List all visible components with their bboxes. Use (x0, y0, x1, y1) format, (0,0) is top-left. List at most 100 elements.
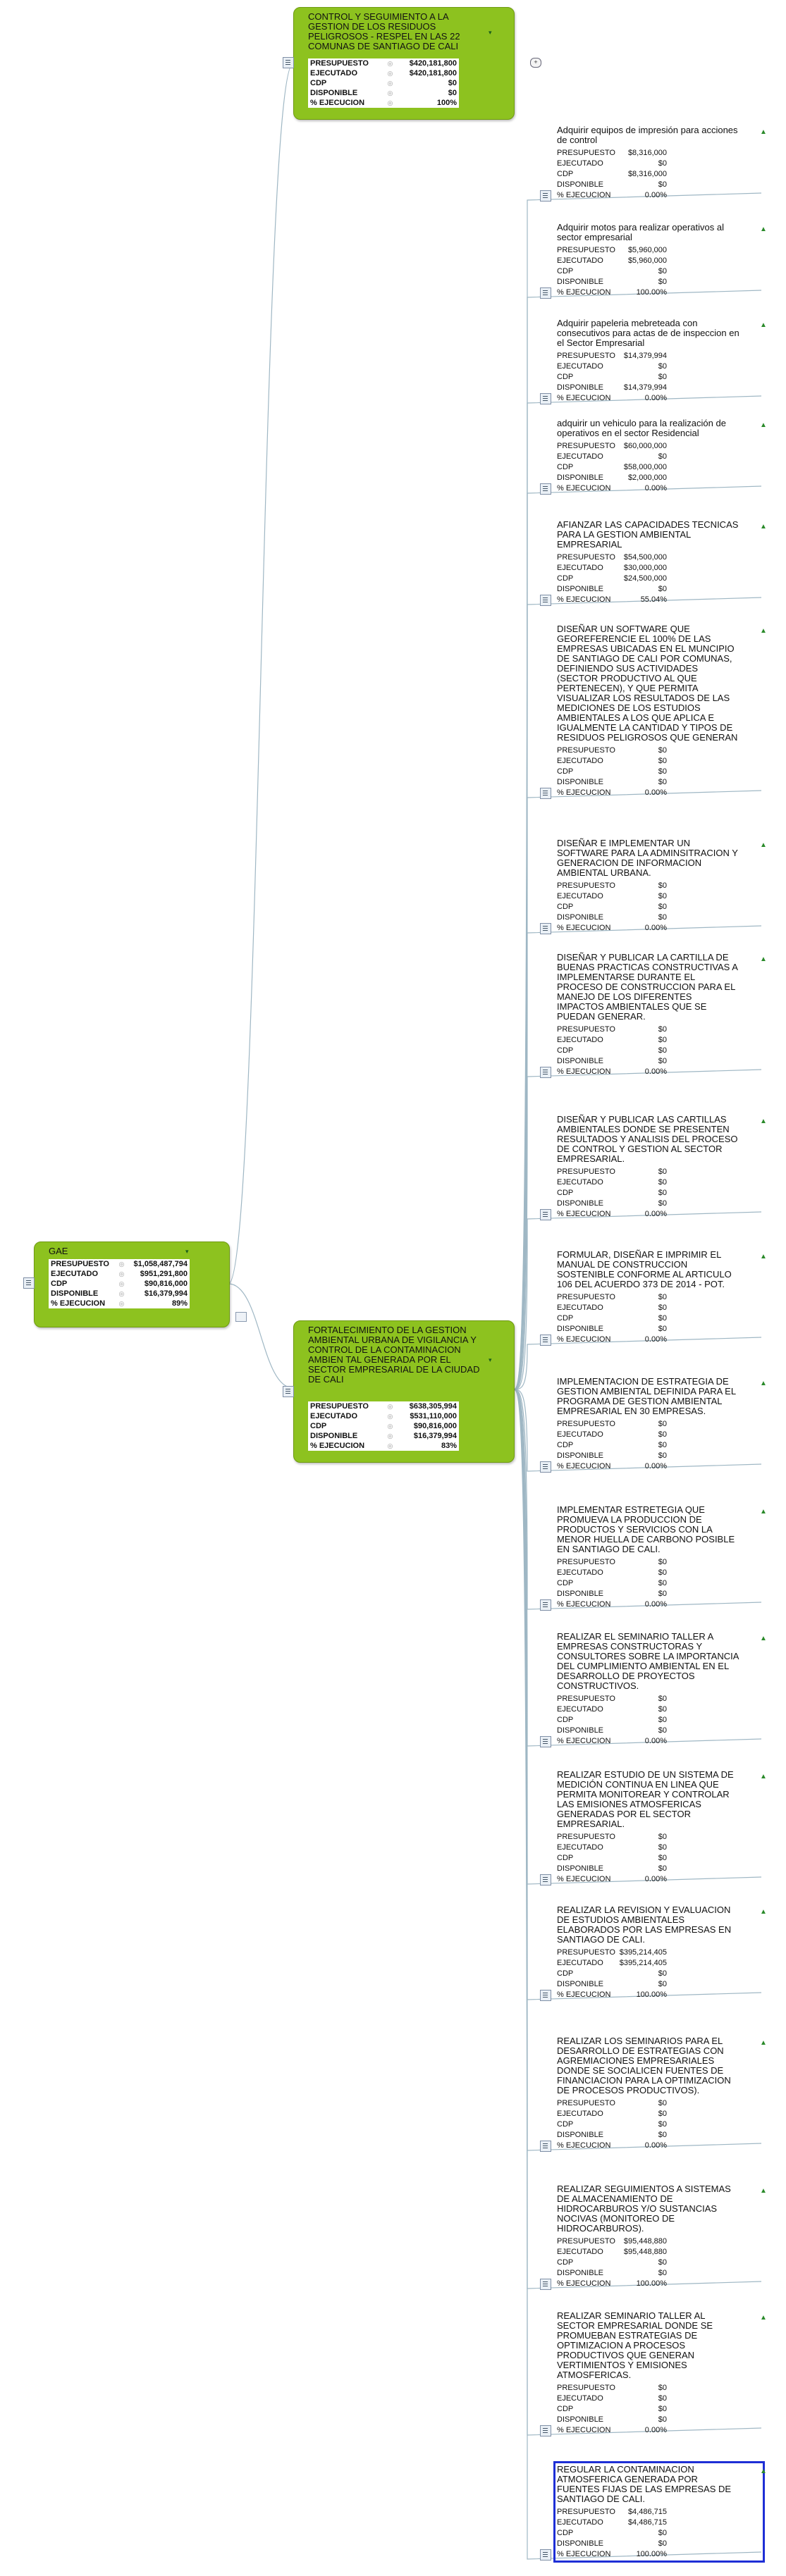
task-node[interactable]: DISEÑAR Y PUBLICAR LA CARTILLA DE BUENAS… (540, 952, 767, 1078)
budget-label: EJECUTADO (557, 2518, 603, 2527)
collapse-toggle-icon[interactable]: ▲ (760, 421, 767, 429)
collapse-toggle-icon[interactable]: ▲ (760, 2039, 767, 2047)
collapse-toggle-icon[interactable]: ▲ (760, 841, 767, 849)
task-node[interactable]: IMPLEMENTACION DE ESTRATEGIA DE GESTION … (540, 1377, 767, 1473)
task-node[interactable]: AFIANZAR LAS CAPACIDADES TECNICAS PARA L… (540, 520, 767, 606)
budget-label: CDP (557, 266, 574, 275)
note-icon[interactable] (540, 1599, 551, 1611)
note-icon[interactable] (540, 1335, 551, 1346)
task-node[interactable]: Adquirir motos para realizar operativos … (540, 223, 767, 299)
budget-label: DISPONIBLE (310, 1432, 358, 1440)
budget-label: EJECUTADO (557, 1843, 603, 1852)
task-node[interactable]: Adquirir equipos de impresión para accio… (540, 125, 767, 202)
task-node[interactable]: DISEÑAR UN SOFTWARE QUE GEOREFERENCIE EL… (540, 624, 767, 799)
topic-title: FORTALECIMIENTO DE LA GESTION AMBIENTAL … (308, 1325, 480, 1385)
note-icon[interactable] (540, 1461, 551, 1473)
task-node[interactable]: Adquirir papeleria mebreteada con consec… (540, 318, 767, 404)
budget-label: PRESUPUESTO (557, 1292, 615, 1301)
collapse-toggle-icon[interactable]: ▲ (760, 1253, 767, 1261)
task-title: REALIZAR SEGUIMIENTOS A SISTEMAS DE ALMA… (557, 2184, 731, 2234)
collapse-toggle-icon[interactable]: ▲ (760, 627, 767, 635)
attachment-icon[interactable] (235, 1312, 247, 1322)
budget-label: CDP (557, 1188, 574, 1197)
collapse-toggle-icon[interactable]: ▲ (760, 2314, 767, 2322)
collapse-toggle-icon[interactable]: ▲ (760, 321, 767, 329)
budget-row: CDP$0 (557, 1968, 667, 1979)
note-icon[interactable] (283, 1386, 294, 1397)
budget-label: DISPONIBLE (557, 2539, 604, 2548)
task-node[interactable]: REALIZAR SEMINARIO TALLER AL SECTOR EMPR… (540, 2311, 767, 2436)
budget-label: EJECUTADO (557, 756, 603, 765)
collapse-toggle-icon[interactable]: ▾ (489, 29, 492, 36)
note-icon[interactable] (540, 483, 551, 495)
budget-row: DISPONIBLE$14,379,994 (557, 382, 667, 392)
collapse-toggle-icon[interactable]: ▲ (760, 1508, 767, 1516)
collapse-toggle-icon[interactable]: ▲ (760, 1380, 767, 1387)
topic-control-respel[interactable]: CONTROL Y SEGUIMIENTO A LA GESTION DE LO… (283, 7, 515, 120)
task-node[interactable]: adquirir un vehiculo para la realización… (540, 419, 767, 495)
note-icon[interactable] (23, 1277, 35, 1289)
task-node[interactable]: REALIZAR ESTUDIO DE UN SISTEMA DE MEDICI… (540, 1770, 767, 1885)
note-icon[interactable] (540, 923, 551, 934)
task-node[interactable]: REALIZAR LA REVISION Y EVALUACION DE EST… (540, 1905, 767, 2001)
note-icon[interactable] (540, 595, 551, 606)
collapse-toggle-icon[interactable]: ▲ (760, 955, 767, 963)
task-node[interactable]: DISEÑAR Y PUBLICAR LAS CARTILLAS AMBIENT… (540, 1115, 767, 1220)
topic-fortalecimiento-gestion[interactable]: FORTALECIMIENTO DE LA GESTION AMBIENTAL … (283, 1320, 515, 1463)
collapse-toggle-icon[interactable]: ▲ (760, 1635, 767, 1642)
budget-value: $8,316,000 (627, 148, 667, 157)
budget-row: CDP◎$90,816,000 (49, 1279, 190, 1289)
collapse-toggle-icon[interactable]: ▲ (760, 1117, 767, 1125)
budget-row: PRESUPUESTO◎$1,058,487,794 (49, 1259, 190, 1269)
task-node[interactable]: REGULAR LA CONTAMINACION ATMOSFERICA GEN… (540, 2461, 767, 2563)
collapse-toggle-icon[interactable]: ▾ (185, 1248, 189, 1255)
task-node[interactable]: DISEÑAR E IMPLEMENTAR UN SOFTWARE PARA L… (540, 838, 767, 934)
collapse-toggle-icon[interactable]: ▲ (760, 128, 767, 136)
budget-label: EJECUTADO (557, 1704, 603, 1714)
collapse-toggle-icon[interactable]: ▾ (489, 1356, 492, 1363)
expand-children-button[interactable]: + (530, 58, 541, 68)
collapse-toggle-icon[interactable]: ▲ (760, 2467, 767, 2475)
note-icon[interactable] (540, 2141, 551, 2152)
note-icon[interactable] (540, 1874, 551, 1885)
task-node[interactable]: FORMULAR, DISEÑAR E IMPRIMIR EL MANUAL D… (540, 1250, 767, 1346)
note-icon[interactable] (540, 1067, 551, 1078)
note-icon[interactable] (540, 1209, 551, 1220)
collapse-toggle-icon[interactable]: ▲ (760, 523, 767, 531)
budget-value: $0 (658, 1704, 667, 1714)
note-icon[interactable] (283, 57, 294, 68)
budget-label: DISPONIBLE (557, 1199, 604, 1208)
note-icon[interactable] (540, 190, 551, 202)
budget-row: DISPONIBLE$0 (557, 1725, 667, 1735)
collapse-toggle-icon[interactable]: ▲ (760, 2187, 767, 2195)
budget-label: DISPONIBLE (557, 1726, 604, 1735)
note-icon[interactable] (540, 287, 551, 299)
task-node[interactable]: REALIZAR EL SEMINARIO TALLER A EMPRESAS … (540, 1632, 767, 1747)
budget-row: EJECUTADO$0 (557, 891, 667, 901)
task-node[interactable]: REALIZAR SEGUIMIENTOS A SISTEMAS DE ALMA… (540, 2184, 767, 2290)
note-icon[interactable] (540, 788, 551, 799)
collapse-toggle-icon[interactable]: ▲ (760, 1773, 767, 1781)
budget-value: $0 (658, 2268, 667, 2277)
collapse-toggle-icon[interactable]: ▲ (760, 225, 767, 233)
task-title: DISEÑAR Y PUBLICAR LA CARTILLA DE BUENAS… (557, 952, 738, 1022)
note-icon[interactable] (540, 2425, 551, 2436)
task-node[interactable]: IMPLEMENTAR ESTRETEGIA QUE PROMUEVA LA P… (540, 1505, 767, 1611)
budget-row: PRESUPUESTO$4,486,715 (557, 2506, 667, 2517)
budget-label: EJECUTADO (557, 361, 603, 371)
note-icon[interactable] (540, 1736, 551, 1747)
budget-value: $24,500,000 (623, 574, 667, 583)
budget-row: DISPONIBLE$0 (557, 1588, 667, 1599)
collapse-toggle-icon[interactable]: ▲ (760, 1908, 767, 1916)
note-icon[interactable] (540, 2279, 551, 2290)
budget-label: EJECUTADO (51, 1270, 99, 1278)
note-icon[interactable] (540, 2549, 551, 2560)
note-icon[interactable] (540, 393, 551, 404)
task-node[interactable]: REALIZAR LOS SEMINARIOS PARA EL DESARROL… (540, 2036, 767, 2152)
budget-value: 0.00% (644, 1736, 667, 1745)
note-icon[interactable] (540, 1990, 551, 2001)
